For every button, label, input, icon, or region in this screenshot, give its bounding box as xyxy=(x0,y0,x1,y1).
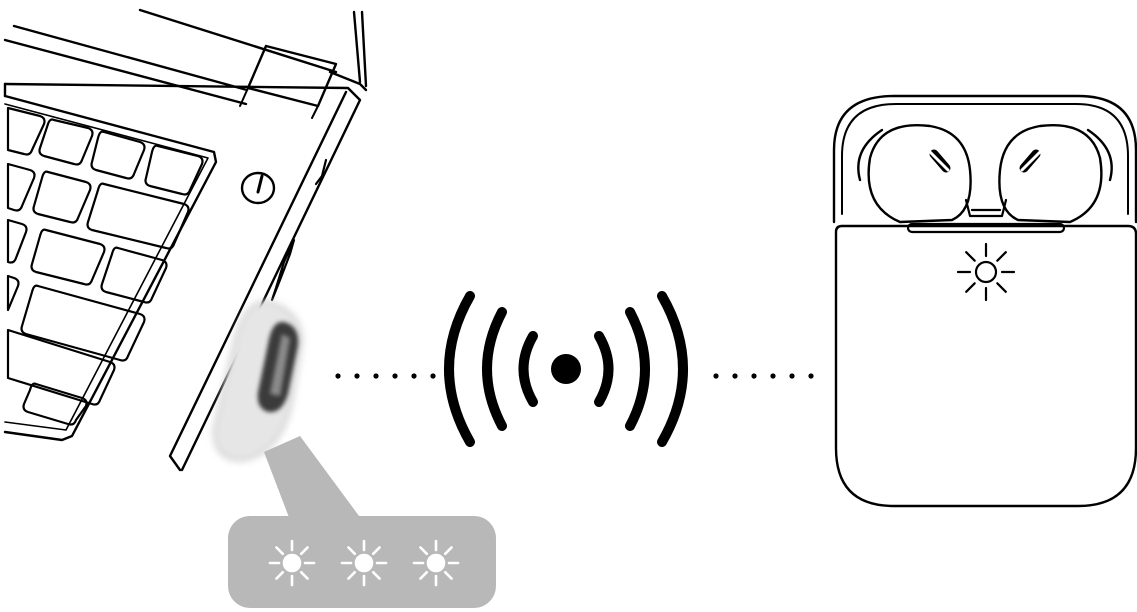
laptop-hinge-shadow xyxy=(239,87,319,119)
power-icon xyxy=(240,171,276,205)
connection-dot xyxy=(751,373,757,379)
case-seam xyxy=(906,222,1066,234)
status-callout xyxy=(228,436,496,608)
case-led-light xyxy=(956,242,1016,302)
key xyxy=(144,144,204,196)
led-blink-icon xyxy=(268,539,316,587)
key xyxy=(6,274,20,312)
signal-arc-left-inner xyxy=(518,331,538,407)
connection-dot xyxy=(789,373,795,379)
key xyxy=(6,328,116,406)
laptop-hinge xyxy=(246,44,338,108)
laptop-icon xyxy=(3,8,368,472)
key xyxy=(86,182,190,250)
key xyxy=(22,382,88,426)
connection-dot xyxy=(808,373,814,379)
led-indicator-icon xyxy=(956,242,1016,302)
case-lid-inner xyxy=(841,103,1129,215)
connection-dot xyxy=(732,373,738,379)
keyboard-keys xyxy=(6,106,204,426)
keyboard-frame-inner xyxy=(4,103,209,431)
keyboard-frame xyxy=(3,94,218,442)
led-blink-icon xyxy=(412,539,460,587)
led-blink-icon xyxy=(340,539,388,587)
key xyxy=(90,130,146,180)
signal-center-dot xyxy=(551,354,581,384)
earbud-stems xyxy=(964,198,1008,218)
signal-arc-right-outer xyxy=(657,291,688,447)
key xyxy=(20,284,146,362)
connection-dot xyxy=(430,373,436,379)
key xyxy=(32,170,92,224)
key xyxy=(30,228,106,286)
callout-pointer xyxy=(264,436,362,520)
signal-arc-left-outer xyxy=(444,291,475,447)
connection-dot xyxy=(335,373,341,379)
connection-dot xyxy=(354,373,360,379)
case-body xyxy=(834,224,1137,508)
key xyxy=(6,106,46,156)
dots-right xyxy=(713,373,814,379)
connection-dot xyxy=(713,373,719,379)
signal-arc-right-middle xyxy=(625,307,650,431)
connection-dot xyxy=(770,373,776,379)
key xyxy=(6,162,36,212)
earbud-left xyxy=(857,124,972,224)
key xyxy=(100,246,168,304)
laptop-lid xyxy=(3,8,368,106)
connection-dot xyxy=(373,373,379,379)
connection-dot xyxy=(411,373,417,379)
earbud-right xyxy=(998,124,1113,224)
connection-dot xyxy=(392,373,398,379)
signal-arc-left-middle xyxy=(482,307,507,431)
dots-left xyxy=(335,373,436,379)
callout-leds xyxy=(268,539,460,587)
key xyxy=(38,118,94,166)
signal-arc-right-inner xyxy=(594,331,614,407)
key xyxy=(6,218,28,264)
laptop-base xyxy=(3,82,362,472)
case-lid xyxy=(832,94,1137,224)
earbuds-case-icon xyxy=(832,94,1137,508)
dongle-connector-slot xyxy=(270,334,290,396)
usb-dongle-icon xyxy=(212,300,304,462)
wireless-signal-icon xyxy=(444,291,688,447)
